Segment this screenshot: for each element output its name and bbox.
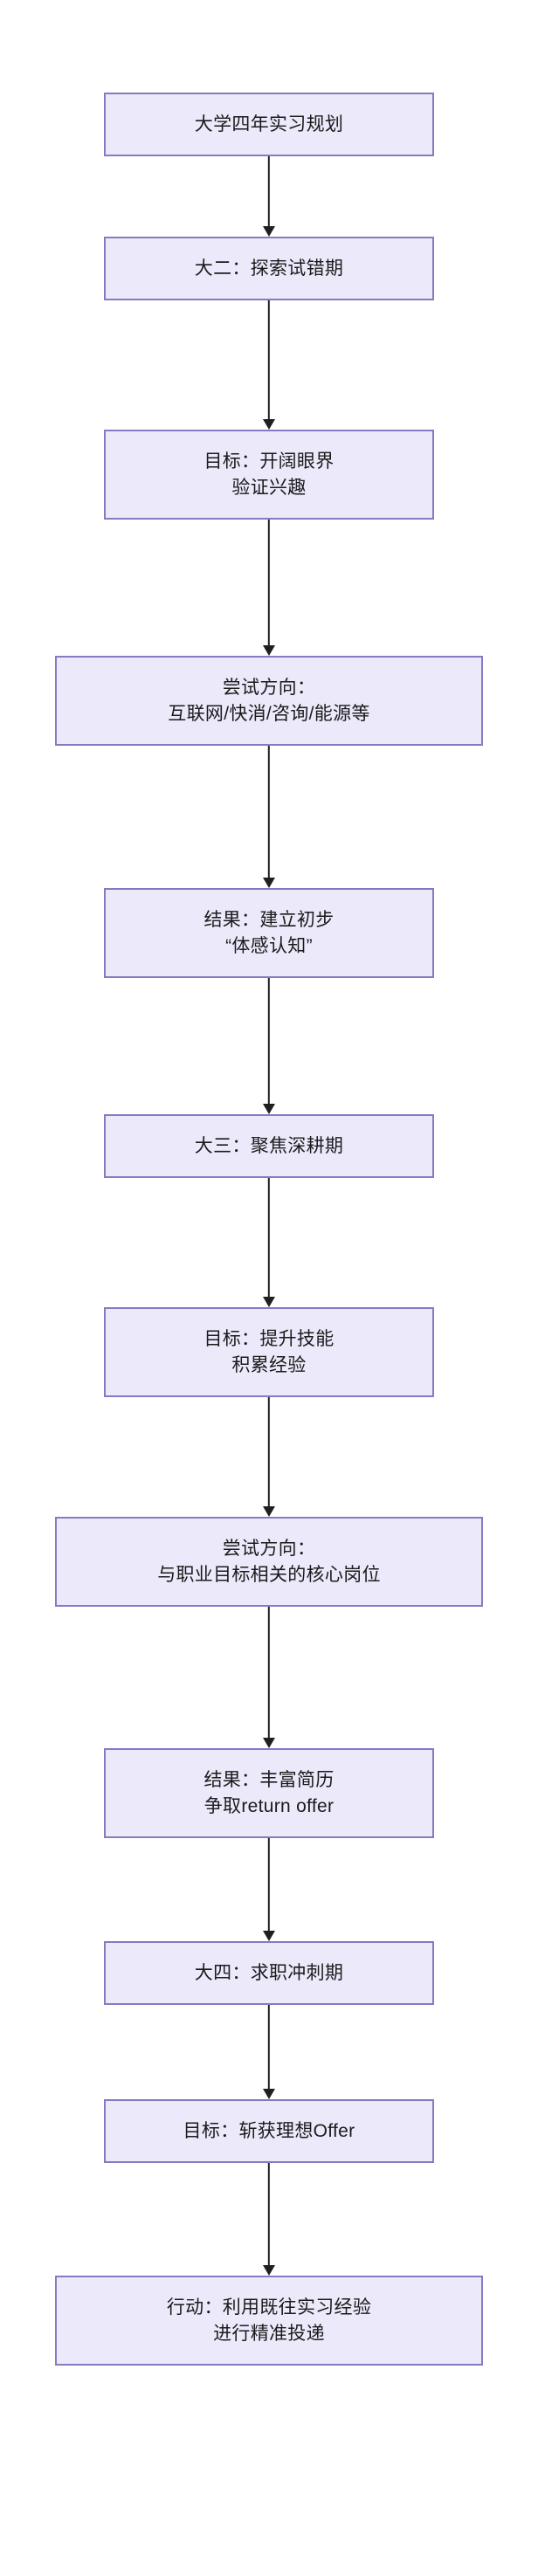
arrow-line: [267, 978, 271, 1105]
flow-node-n7: 目标：提升技能积累经验: [104, 1307, 434, 1397]
flow-node-n4: 尝试方向： 互联网/快消/咨询/能源等: [55, 656, 483, 746]
arrow-head-icon: [263, 1104, 275, 1114]
flow-node-text: 结果：建立初步: [203, 909, 335, 930]
flow-arrow-n10-to-n11: [260, 2005, 278, 2099]
arrow-line: [267, 1178, 271, 1298]
flow-node-text: 结果：丰富简历: [203, 1769, 335, 1790]
flow-arrow-n7-to-n8: [260, 1397, 278, 1517]
flow-node-text: 验证兴趣: [231, 477, 307, 498]
flow-arrow-n3-to-n4: [260, 520, 278, 656]
flow-node-n11: 目标：斩获理想Offer: [104, 2099, 434, 2163]
arrow-head-icon: [263, 2089, 275, 2099]
arrow-line: [267, 156, 271, 227]
arrow-head-icon: [263, 645, 275, 656]
arrow-head-icon: [263, 1738, 275, 1748]
flow-arrow-n6-to-n7: [260, 1178, 278, 1307]
arrow-line: [267, 1397, 271, 1507]
arrow-head-icon: [263, 1297, 275, 1307]
flow-node-n2: 大二：探索试错期: [104, 237, 434, 300]
flow-node-n8: 尝试方向： 与职业目标相关的核心岗位: [55, 1517, 483, 1607]
flow-arrow-n5-to-n6: [260, 978, 278, 1114]
arrow-head-icon: [263, 2265, 275, 2276]
flow-node-text: “体感认知”: [225, 935, 313, 956]
flow-node-text: 目标：提升技能: [203, 1328, 335, 1349]
arrow-head-icon: [263, 1506, 275, 1517]
flow-node-n10: 大四：求职冲刺期: [104, 1941, 434, 2005]
flow-arrow-n2-to-n3: [260, 300, 278, 430]
flow-node-n6: 大三：聚焦深耕期: [104, 1114, 434, 1178]
flow-arrow-n9-to-n10: [260, 1838, 278, 1941]
flow-node-text: 互联网/快消/咨询/能源等: [168, 703, 370, 724]
arrow-line: [267, 2163, 271, 2266]
arrow-line: [267, 746, 271, 878]
flow-node-text: 争取return offer: [203, 1795, 335, 1816]
arrow-head-icon: [263, 878, 275, 888]
flow-node-text: 进行精准投递: [213, 2323, 325, 2344]
flow-node-text: 尝试方向：: [222, 1538, 316, 1559]
flow-node-n5: 结果：建立初步 “体感认知”: [104, 888, 434, 978]
arrow-head-icon: [263, 419, 275, 430]
flow-arrow-n11-to-n12: [260, 2163, 278, 2276]
flow-node-text: 积累经验: [231, 1354, 307, 1375]
flow-node-text: 大学四年实习规划: [194, 114, 344, 134]
flow-node-n12: 行动：利用既往实习经验进行精准投递: [55, 2276, 483, 2366]
arrow-line: [267, 1607, 271, 1739]
flow-node-n3: 目标：开阔眼界验证兴趣: [104, 430, 434, 520]
flow-node-text: 行动：利用既往实习经验: [166, 2297, 372, 2318]
flow-node-text: 大二：探索试错期: [194, 258, 344, 279]
arrow-head-icon: [263, 226, 275, 237]
flow-arrow-n4-to-n5: [260, 746, 278, 888]
flow-node-text: 目标：开阔眼界: [203, 451, 335, 472]
flow-node-n1: 大学四年实习规划: [104, 93, 434, 156]
flow-node-n9: 结果：丰富简历争取return offer: [104, 1748, 434, 1838]
arrow-line: [267, 1838, 271, 1932]
flow-node-text: 与职业目标相关的核心岗位: [157, 1564, 381, 1585]
arrow-line: [267, 300, 271, 420]
flow-arrow-n1-to-n2: [260, 156, 278, 237]
flow-node-text: 尝试方向：: [222, 677, 316, 698]
arrow-line: [267, 2005, 271, 2090]
flow-node-text: 目标：斩获理想Offer: [183, 2120, 355, 2141]
flow-arrow-n8-to-n9: [260, 1607, 278, 1748]
flow-node-text: 大四：求职冲刺期: [194, 1962, 344, 1983]
arrow-line: [267, 520, 271, 646]
arrow-head-icon: [263, 1931, 275, 1941]
flow-node-text: 大三：聚焦深耕期: [194, 1135, 344, 1156]
